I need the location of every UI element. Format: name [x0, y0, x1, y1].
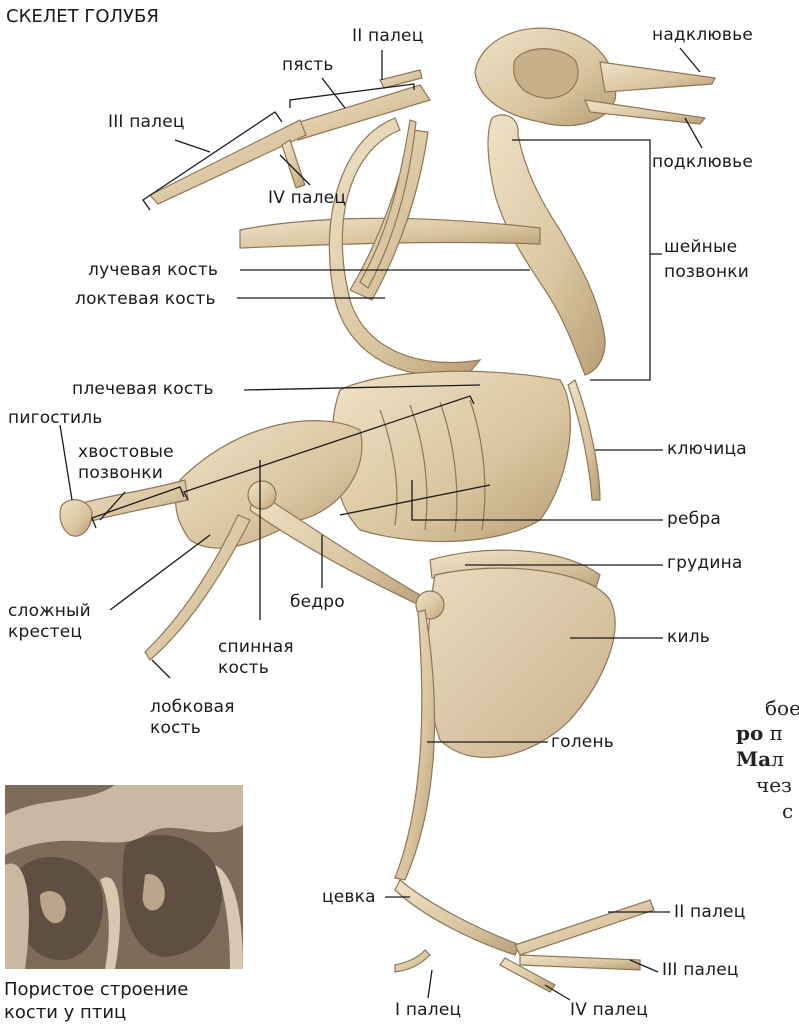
porous-bone-photo: [5, 785, 243, 969]
label-spine-2: кость: [218, 658, 269, 678]
side-text-line-5: с: [782, 798, 793, 824]
label-pubis-2: кость: [150, 718, 201, 738]
neck-vertebrae-bone: [488, 115, 605, 375]
leader-pygostyle: [60, 425, 72, 500]
label-wing-finger-2: II палец: [352, 26, 423, 46]
label-spine-1: спинная: [218, 637, 294, 657]
label-ulna: локтевая кость: [75, 289, 216, 309]
side-text-line-3-bold: Ма: [736, 747, 771, 771]
wing-finger-4-bone: [282, 140, 305, 188]
label-radius: лучевая кость: [88, 260, 218, 280]
label-humerus: плечевая кость: [72, 379, 214, 399]
label-femur: бедро: [290, 592, 345, 612]
foot-toe-1: [395, 950, 430, 972]
label-wing-finger-4: IV палец: [268, 188, 346, 208]
side-text-line-2-bold: ро: [736, 721, 763, 745]
label-synsacrum-2: крестец: [8, 622, 82, 642]
clavicle-bone: [568, 380, 600, 500]
label-sternum: грудина: [667, 553, 743, 573]
side-text-line-3: Мал: [736, 746, 784, 772]
label-tibia: голень: [551, 732, 614, 752]
inset-caption: Пористое строение кости у птиц: [4, 978, 188, 1024]
label-neck-vertebrae-1: шейные: [664, 237, 737, 257]
label-foot-finger-3: III палец: [662, 960, 739, 980]
label-wing-finger-3: III палец: [108, 112, 185, 132]
label-pygostyle: пигостиль: [8, 408, 102, 428]
tarsus-bone: [395, 880, 520, 955]
pygostyle-bone: [60, 500, 92, 536]
leader-upper-beak: [680, 48, 700, 72]
label-pubis-1: лобковая: [150, 697, 235, 717]
side-text-line-2-rest: п: [763, 721, 783, 745]
label-keel: киль: [667, 627, 710, 647]
upper-beak-bone: [600, 62, 715, 92]
foot-toe-2: [515, 900, 654, 955]
label-clavicle: ключица: [667, 439, 747, 459]
label-tarsus: цевка: [322, 887, 376, 907]
leader-finger3: [175, 140, 210, 152]
rib-cage: [332, 371, 571, 541]
foot-toe-3: [520, 955, 640, 970]
label-foot-finger-1: I палец: [395, 1000, 461, 1020]
leader-foot1: [428, 970, 432, 998]
label-tail-vertebrae-1: хвостовые: [78, 442, 174, 462]
label-tail-vertebrae-2: позвонки: [78, 463, 163, 483]
leader-foot4: [545, 985, 570, 1000]
hip-joint: [248, 481, 276, 509]
label-synsacrum-1: сложный: [8, 601, 91, 621]
label-upper-beak: надклювье: [652, 25, 753, 45]
inset-caption-line-2: кости у птиц: [4, 1001, 188, 1024]
label-metacarpus: пясть: [282, 55, 334, 75]
label-lower-beak: подклювье: [652, 152, 753, 172]
side-text-line-2: ро п: [736, 720, 783, 746]
leader-pubis: [152, 660, 170, 678]
tibia-bone: [395, 610, 435, 880]
keel-bone: [428, 568, 615, 757]
page-title: СКЕЛЕТ ГОЛУБЯ: [6, 6, 159, 28]
side-text-line-4: чез: [756, 772, 792, 798]
inset-caption-line-1: Пористое строение: [4, 978, 188, 1001]
side-text-line-1: бое: [765, 695, 799, 721]
label-ribs: ребра: [667, 509, 721, 529]
label-neck-vertebrae-2: позвонки: [664, 262, 749, 282]
label-foot-finger-4: IV палец: [570, 1000, 648, 1020]
side-text-line-3-rest: л: [771, 747, 784, 771]
label-foot-finger-2: II палец: [674, 902, 745, 922]
